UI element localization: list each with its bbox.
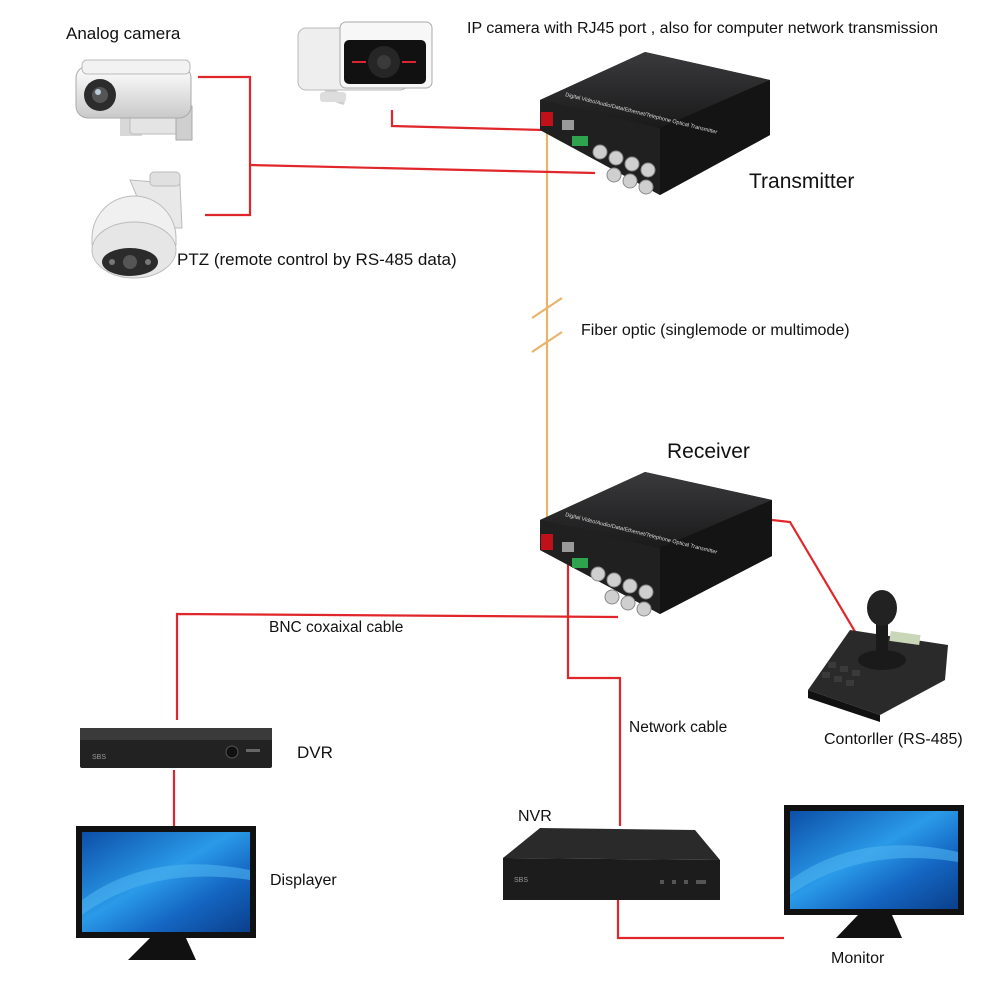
displayer-monitor: [76, 826, 256, 960]
fiber-break-mark-1: [531, 297, 563, 319]
analog-camera: [75, 59, 193, 141]
displayer-label: Displayer: [270, 872, 337, 889]
analog-camera-label: Analog camera: [66, 24, 181, 43]
monitor-display: [784, 805, 964, 938]
nvr-monitor-cable: [616, 900, 784, 940]
ptz-label: PTZ (remote control by RS-485 data): [177, 250, 457, 269]
controller-label: Contorller (RS-485): [824, 731, 963, 748]
ptz-camera: [91, 171, 183, 279]
ip-camera-cable: [390, 110, 544, 132]
cables: [172, 75, 861, 940]
dvr-label: DVR: [297, 743, 333, 762]
transmitter-label: Transmitter: [749, 170, 855, 193]
network-cable: [566, 560, 622, 826]
receiver-label: Receiver: [667, 440, 750, 463]
transmitter-device: Digital Video/Audio/Data/Ethernet/Teleph…: [540, 52, 770, 195]
fiber-optic-label: Fiber optic (singlemode or multimode): [581, 322, 850, 339]
bnc-cable-label: BNC coxaixal cable: [269, 619, 404, 636]
monitor-label: Monitor: [831, 950, 885, 967]
ptz-to-transmitter-cable: [249, 163, 596, 175]
ip-camera: [297, 21, 433, 105]
nvr-label: NVR: [518, 808, 552, 825]
nvr-brand-text: SBS: [514, 877, 528, 884]
controller-device: [808, 590, 948, 722]
fiber-break-mark-2: [531, 331, 563, 353]
network-cable-label: Network cable: [629, 719, 728, 736]
bnc-cable: [175, 612, 619, 720]
nvr-device: SBS: [503, 828, 720, 900]
dvr-brand-text: SBS: [92, 754, 106, 761]
receiver-device: Digital Video/Audio/Data/Ethernet/Teleph…: [540, 472, 772, 617]
rs485-cable: [771, 518, 861, 641]
ip-camera-label: IP camera with RJ45 port , also for comp…: [467, 20, 938, 37]
analog-camera-cable: [198, 75, 252, 217]
dvr-device: SBS: [80, 728, 272, 768]
